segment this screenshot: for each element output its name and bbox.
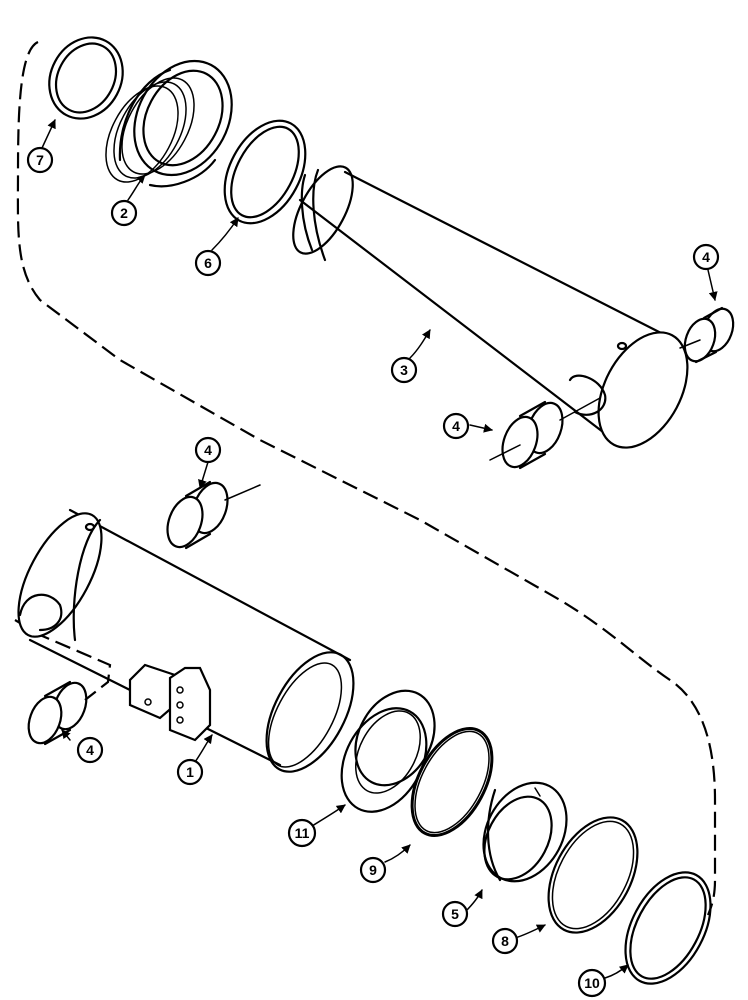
callout-4-upper-left: 4	[442, 412, 470, 440]
callout-4-middle: 4	[194, 436, 222, 464]
callout-label: 4	[86, 742, 94, 758]
callout-7: 7	[26, 146, 54, 174]
callout-label: 7	[36, 152, 44, 168]
callout-label: 10	[584, 975, 600, 991]
bushing-part-4-lower-left	[27, 680, 88, 746]
callout-label: 9	[369, 862, 377, 878]
callout-10: 10	[577, 968, 607, 998]
callout-label: 11	[295, 825, 310, 841]
callout-8: 8	[491, 927, 519, 955]
bushing-part-4-middle	[166, 480, 261, 550]
callout-label: 3	[400, 362, 408, 378]
callout-label: 8	[501, 933, 509, 949]
callout-label: 6	[204, 255, 212, 271]
callout-3: 3	[390, 356, 418, 384]
gland-part-2	[105, 59, 233, 188]
callout-6: 6	[194, 249, 222, 277]
bushing-part-4-upper-right	[679, 306, 735, 364]
callout-4-lower-left: 4	[76, 736, 104, 764]
assembly-dashed-line	[16, 40, 717, 916]
split-ring-part-5	[482, 781, 568, 883]
ring-part-10	[624, 871, 712, 985]
o-ring-part-9	[410, 726, 494, 838]
callout-label: 5	[451, 906, 459, 922]
leader-lines	[41, 119, 718, 979]
callout-label: 1	[186, 764, 194, 780]
bushing-part-4-upper-left	[489, 397, 601, 470]
callout-4-upper-right: 4	[692, 243, 720, 271]
tube-part-1	[17, 508, 355, 773]
callout-5: 5	[441, 900, 469, 928]
barrel-part-3	[292, 165, 689, 449]
callout-9: 9	[359, 856, 387, 884]
callout-1: 1	[176, 758, 204, 786]
callout-label: 4	[702, 249, 710, 265]
ring-part-7	[48, 36, 124, 120]
callout-2: 2	[110, 199, 138, 227]
callout-11: 11	[287, 818, 317, 848]
callout-label: 4	[204, 442, 212, 458]
snap-ring-part-8	[547, 816, 639, 934]
ring-part-6	[223, 119, 307, 225]
callout-label: 2	[120, 205, 128, 221]
tube-bushing-guide-dashed	[14, 619, 112, 701]
callout-label: 4	[452, 418, 460, 434]
